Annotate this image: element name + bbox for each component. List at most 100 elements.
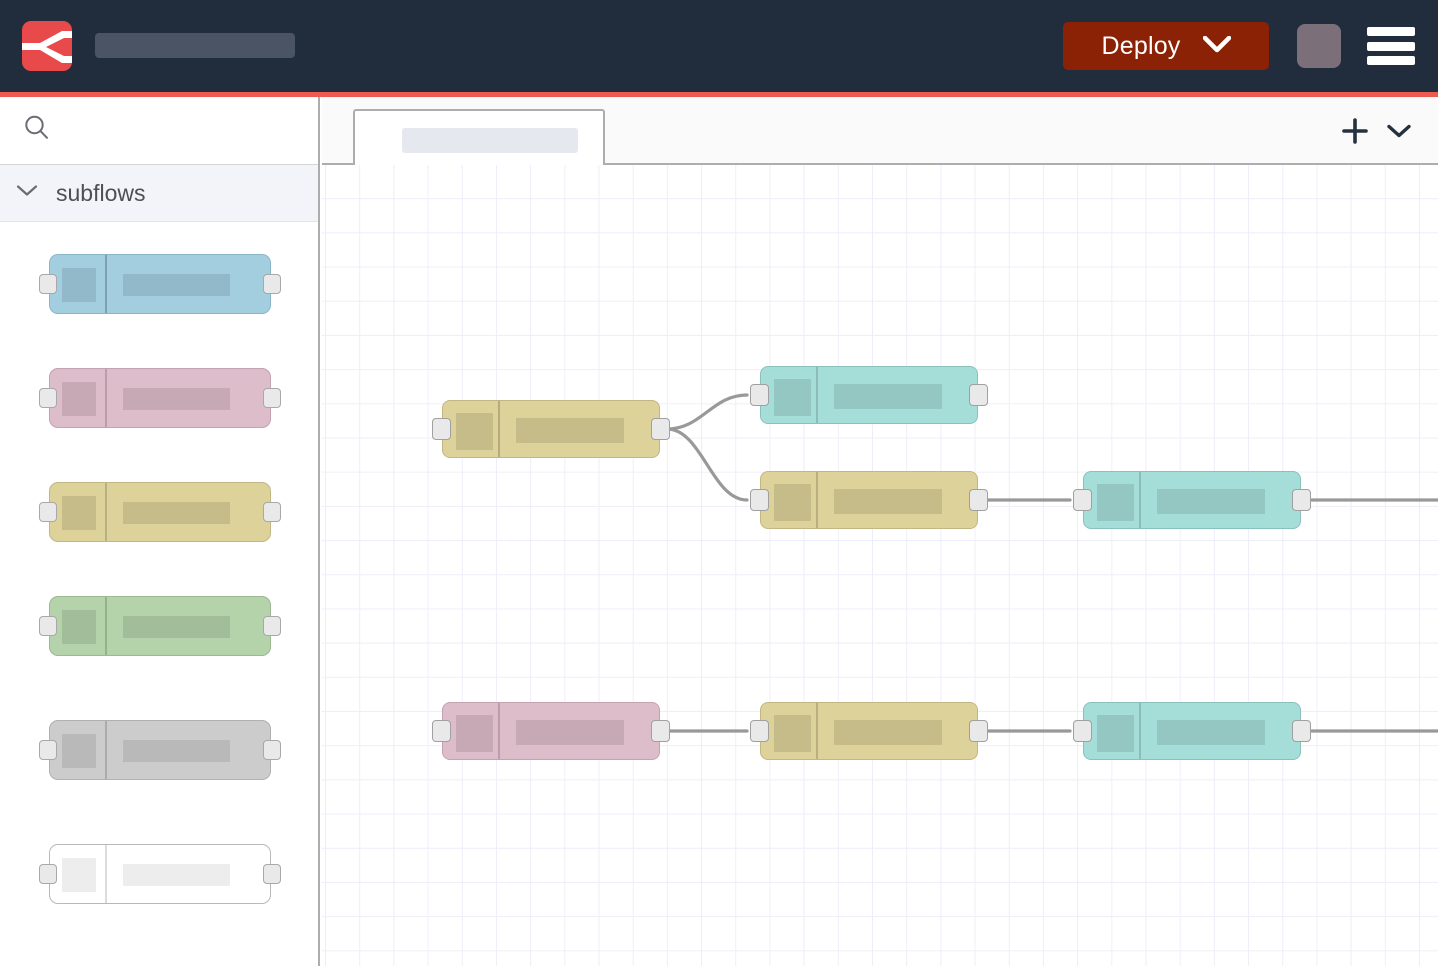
node-divider <box>498 401 500 457</box>
node-output-port[interactable] <box>969 720 988 742</box>
flow-node-tan-bot[interactable] <box>750 702 988 760</box>
wire-inject-to-tan-mid[interactable] <box>665 427 749 502</box>
flow-canvas[interactable] <box>322 165 1438 966</box>
node-icon <box>774 379 811 416</box>
hamburger-menu-icon[interactable] <box>1367 27 1415 65</box>
wire-inject-to-cyan-top[interactable] <box>665 393 749 431</box>
palette-node-icon <box>62 610 96 644</box>
node-input-port[interactable] <box>750 720 769 742</box>
wire-layer <box>665 393 1438 733</box>
flow-node-tan-mid[interactable] <box>750 471 988 529</box>
node-input-port[interactable] <box>1073 720 1092 742</box>
palette-node-divider <box>105 721 107 779</box>
flow-node-pink[interactable] <box>432 702 670 760</box>
palette-node-icon <box>62 858 96 892</box>
palette-node-output-port[interactable] <box>263 616 281 636</box>
palette-node-input-port[interactable] <box>39 388 57 408</box>
palette-node-list <box>0 222 318 966</box>
palette-node-divider <box>105 483 107 541</box>
chevron-down-icon[interactable] <box>16 184 38 202</box>
palette-node-output-port[interactable] <box>263 502 281 522</box>
header-accent-bar <box>0 92 1438 97</box>
palette-node-label-redacted <box>123 740 230 762</box>
node-label-redacted <box>834 720 942 745</box>
palette-node-divider <box>105 369 107 427</box>
flow-node-inject[interactable] <box>432 400 670 458</box>
sidebar-category-subflows[interactable]: subflows <box>0 165 318 222</box>
palette-node-input-port[interactable] <box>39 864 57 884</box>
palette-node-label-redacted <box>123 274 230 296</box>
palette-node-6[interactable] <box>39 844 281 904</box>
node-label-redacted <box>1157 720 1265 745</box>
palette-node-divider <box>105 255 107 313</box>
palette-sidebar: subflows <box>0 97 320 966</box>
node-icon <box>774 715 811 752</box>
node-icon <box>1097 715 1134 752</box>
search-input[interactable] <box>52 110 318 151</box>
palette-node-input-port[interactable] <box>39 274 57 294</box>
palette-node-label-redacted <box>123 388 230 410</box>
node-divider <box>1139 472 1141 528</box>
palette-node-output-port[interactable] <box>263 740 281 760</box>
palette-node-output-port[interactable] <box>263 864 281 884</box>
node-output-port[interactable] <box>651 418 670 440</box>
node-icon <box>1097 484 1134 521</box>
node-icon <box>456 715 493 752</box>
flow-node-cyan-mid[interactable] <box>1073 471 1311 529</box>
search-icon[interactable] <box>22 113 52 148</box>
chevron-down-icon[interactable] <box>1202 35 1231 56</box>
hamburger-bar <box>1367 56 1415 65</box>
node-divider <box>816 367 818 423</box>
palette-node-output-port[interactable] <box>263 388 281 408</box>
hamburger-bar <box>1367 41 1415 51</box>
node-divider <box>816 703 818 759</box>
node-input-port[interactable] <box>432 418 451 440</box>
plus-icon[interactable] <box>1338 114 1372 148</box>
hamburger-bar <box>1367 27 1415 36</box>
node-label-redacted <box>834 489 942 514</box>
palette-node-icon <box>62 382 96 416</box>
node-input-port[interactable] <box>750 384 769 406</box>
palette-node-icon <box>62 734 96 768</box>
sidebar-category-label: subflows <box>56 179 146 206</box>
node-icon <box>456 413 493 450</box>
palette-node-label-redacted <box>123 616 230 638</box>
palette-node-input-port[interactable] <box>39 502 57 522</box>
node-input-port[interactable] <box>1073 489 1092 511</box>
deploy-button[interactable]: Deploy <box>1063 22 1269 70</box>
node-output-port[interactable] <box>969 489 988 511</box>
nodered-logo-icon[interactable] <box>22 21 72 71</box>
node-label-redacted <box>516 720 624 745</box>
palette-node-icon <box>62 496 96 530</box>
palette-node-input-port[interactable] <box>39 616 57 636</box>
chevron-down-icon[interactable] <box>1382 114 1416 148</box>
palette-node-label-redacted <box>123 502 230 524</box>
flow-node-cyan-bot[interactable] <box>1073 702 1311 760</box>
node-input-port[interactable] <box>750 489 769 511</box>
avatar[interactable] <box>1297 24 1341 68</box>
workspace-title-redacted <box>95 33 295 58</box>
palette-node-2[interactable] <box>39 368 281 428</box>
palette-node-divider <box>105 597 107 655</box>
palette-node-icon <box>62 268 96 302</box>
node-output-port[interactable] <box>969 384 988 406</box>
node-divider <box>816 472 818 528</box>
node-output-port[interactable] <box>1292 720 1311 742</box>
palette-node-input-port[interactable] <box>39 740 57 760</box>
node-label-redacted <box>516 418 624 443</box>
palette-node-output-port[interactable] <box>263 274 281 294</box>
palette-node-5[interactable] <box>39 720 281 780</box>
flow-node-cyan-top[interactable] <box>750 366 988 424</box>
flow-tab-1[interactable] <box>353 109 605 167</box>
workspace <box>322 97 1438 966</box>
node-output-port[interactable] <box>1292 489 1311 511</box>
node-divider <box>1139 703 1141 759</box>
palette-node-4[interactable] <box>39 596 281 656</box>
node-input-port[interactable] <box>432 720 451 742</box>
palette-node-divider <box>105 845 107 903</box>
palette-node-3[interactable] <box>39 482 281 542</box>
node-output-port[interactable] <box>651 720 670 742</box>
node-label-redacted <box>1157 489 1265 514</box>
palette-node-1[interactable] <box>39 254 281 314</box>
